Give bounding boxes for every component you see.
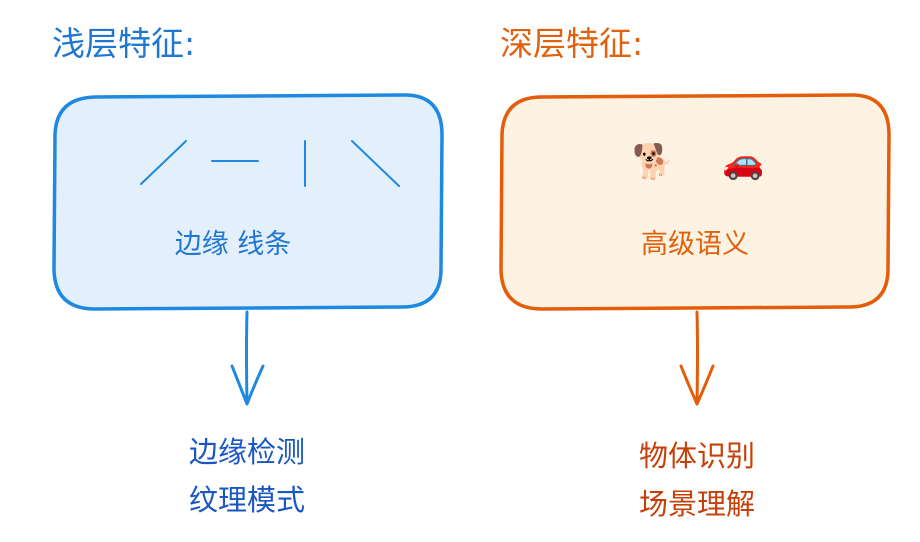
dog-icon: 🐕 — [632, 142, 675, 182]
deep-result-line: 场景理解 — [638, 487, 755, 521]
deep-feature-box — [499, 93, 891, 311]
shallow-features-heading: 浅层特征: — [52, 24, 196, 63]
shallow-result-line: 纹理模式 — [188, 483, 305, 517]
shallow-feature-box — [52, 93, 444, 311]
deep-features-heading: 深层特征: — [500, 24, 644, 63]
line-primitives-icon — [140, 140, 400, 187]
shallow-down-arrow-icon — [230, 310, 265, 406]
deep-box-label: 高级语义 — [641, 229, 749, 260]
shallow-result-text: 边缘检测 纹理模式 — [117, 428, 377, 524]
deep-down-arrow-icon — [679, 310, 715, 406]
diagonal-line-icon — [140, 140, 187, 185]
car-icon: 🚗 — [722, 142, 765, 182]
anti-diagonal-line-icon — [351, 140, 400, 187]
shallow-box-label: 边缘 线条 — [174, 229, 292, 260]
deep-result-line: 物体识别 — [638, 439, 755, 473]
deep-result-text: 物体识别 场景理解 — [567, 432, 827, 528]
shallow-result-line: 边缘检测 — [188, 435, 305, 469]
